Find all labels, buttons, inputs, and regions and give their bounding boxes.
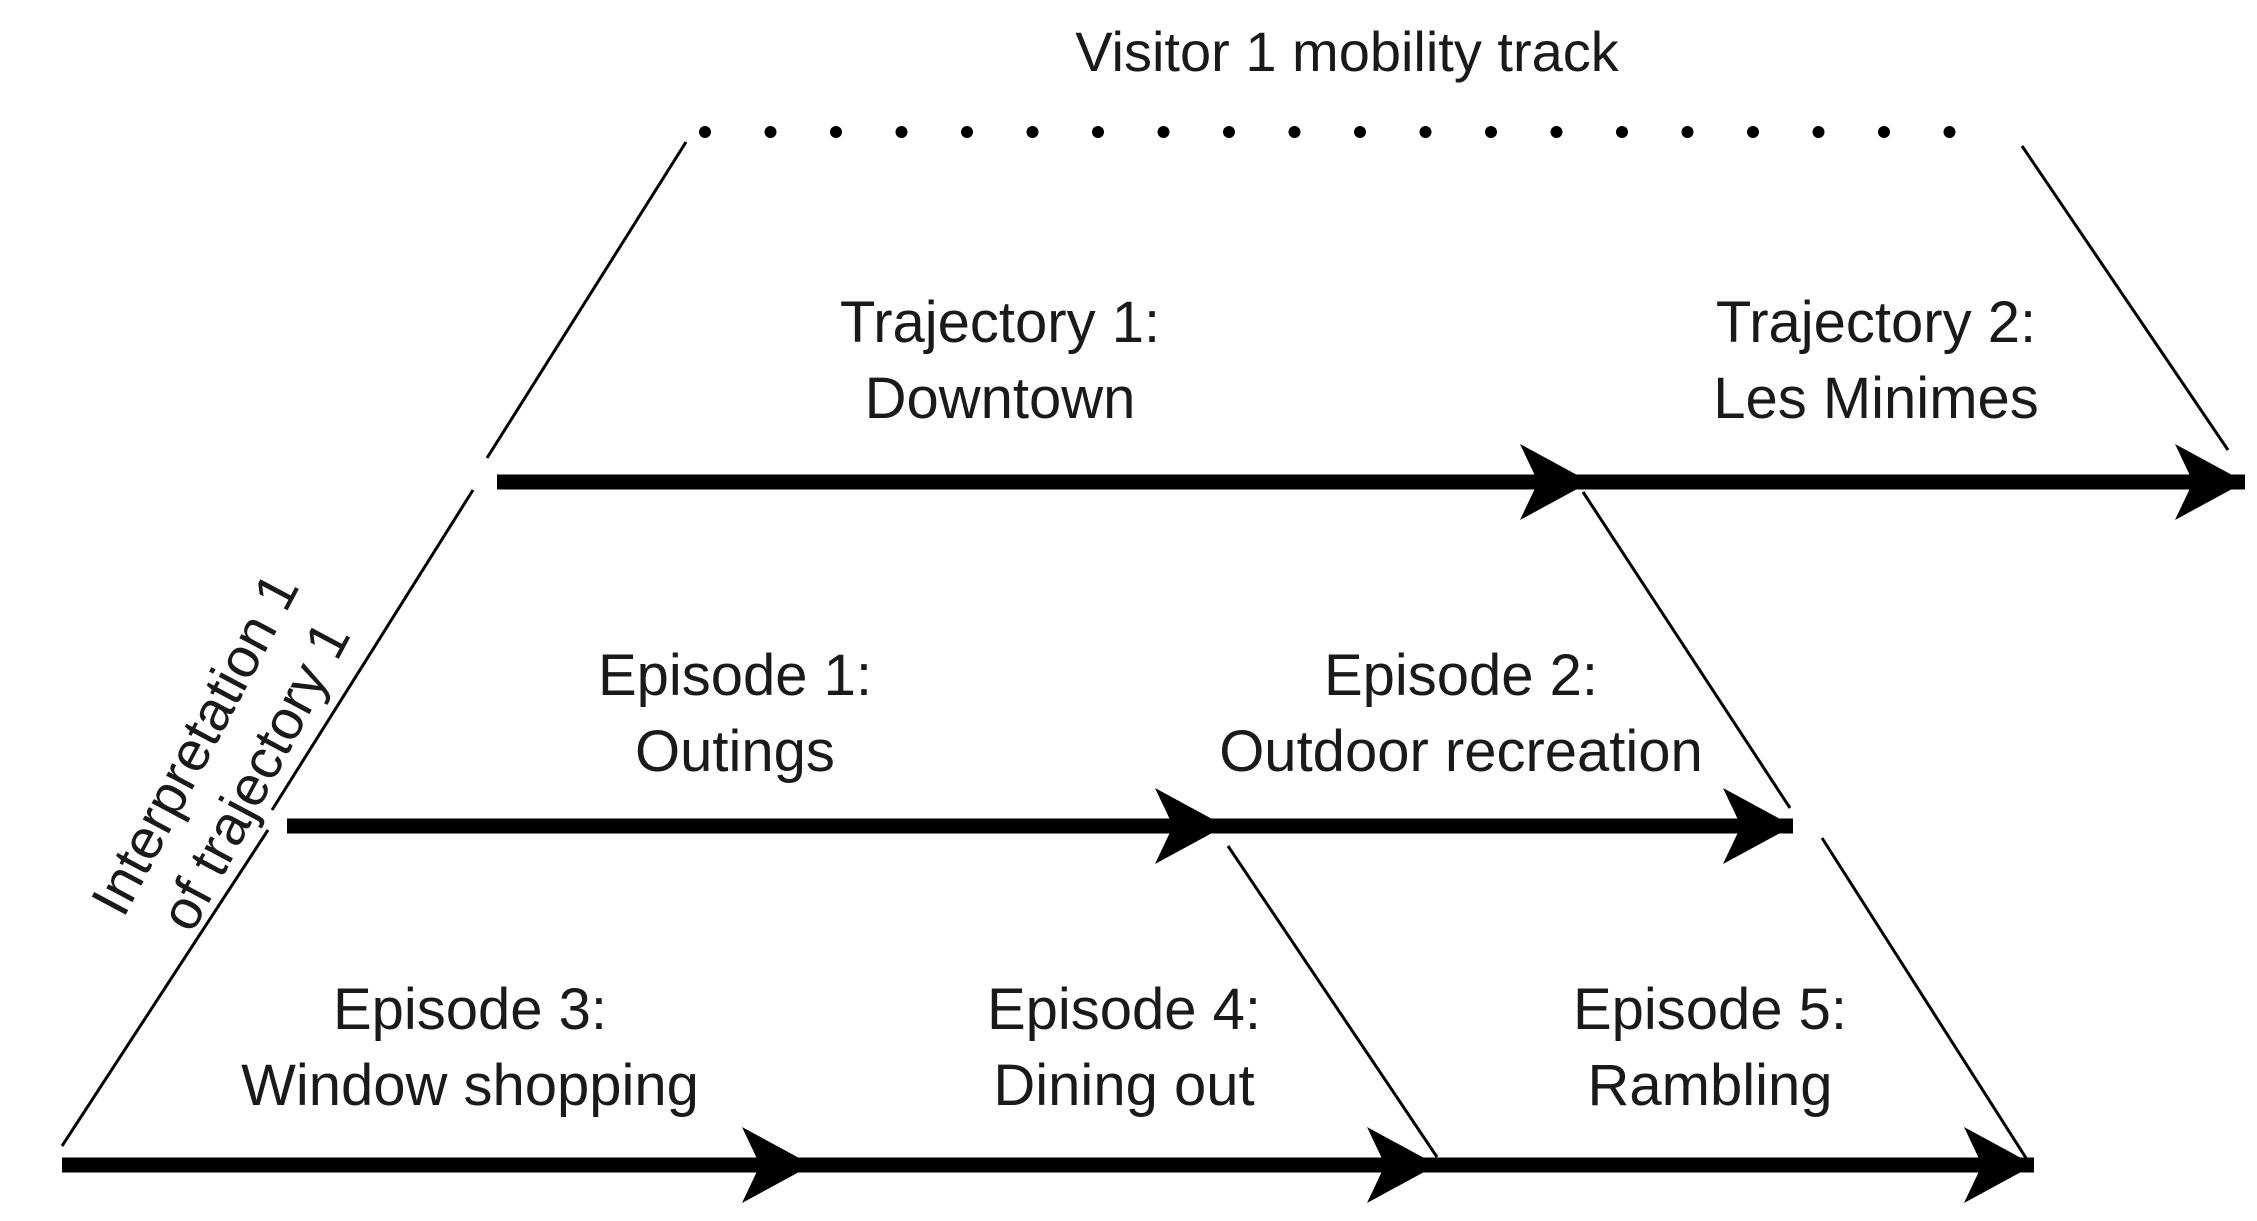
connector-interpretation-left: [270, 489, 475, 811]
episode-5-label-line1: Episode 5:: [1572, 977, 1848, 1042]
trajectory-1-label: Trajectory 1: Downtown: [840, 285, 1160, 437]
episode-4-label: Episode 4: Dining out: [987, 972, 1261, 1124]
connector-track-left: [485, 141, 688, 459]
trajectory-1-label-line1: Trajectory 1:: [839, 290, 1161, 355]
episode-4-label-line1: Episode 4:: [986, 977, 1262, 1042]
episode-5-label: Episode 5: Rambling: [1573, 972, 1847, 1124]
episode-1-label-line2: Outings: [635, 719, 835, 784]
trajectory-2-label-line1: Trajectory 2:: [1715, 290, 2037, 355]
episode-2-label-line2: Outdoor recreation: [1219, 719, 1703, 784]
episode-4-label-line2: Dining out: [993, 1053, 1255, 1118]
diagram-title-text: Visitor 1 mobility track: [1075, 20, 1619, 83]
trajectory-1-label-line2: Downtown: [864, 366, 1136, 431]
trajectory-2-label-line2: Les Minimes: [1713, 366, 2039, 431]
connector-episodes-left: [60, 829, 270, 1147]
episode-2-label: Episode 2: Outdoor recreation: [1219, 638, 1703, 790]
episode-2-label-line1: Episode 2:: [1323, 643, 1599, 708]
connector-episode1-right: [1226, 845, 1439, 1158]
episode-3-label-line1: Episode 3:: [332, 977, 608, 1042]
connector-episode2-right: [1820, 837, 2028, 1159]
episode-3-label: Episode 3: Window shopping: [241, 972, 699, 1124]
connector-interpretation-right: [1581, 491, 1792, 809]
episode-1-label: Episode 1: Outings: [598, 638, 872, 790]
diagram-title: Visitor 1 mobility track: [1075, 20, 1619, 84]
trajectory-2-label: Trajectory 2: Les Minimes: [1713, 285, 2039, 437]
connector-track-right: [2020, 145, 2230, 451]
episode-3-label-line2: Window shopping: [241, 1053, 699, 1118]
episode-1-label-line1: Episode 1:: [597, 643, 873, 708]
episode-5-label-line2: Rambling: [1587, 1053, 1833, 1118]
